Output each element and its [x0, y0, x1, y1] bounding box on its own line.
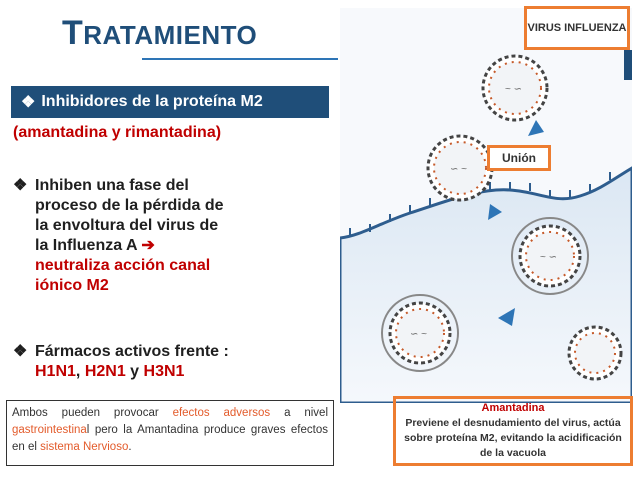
virus-particle-uncoating: ∽ ~	[381, 294, 459, 372]
svg-text:∽ ~: ∽ ~	[410, 329, 427, 340]
banner-text: Inhibidores de la proteína M2	[41, 93, 263, 110]
note-text-3: l pero la Amantadina produce graves efec…	[12, 424, 328, 453]
svg-text:~ ∽: ~ ∽	[540, 252, 557, 263]
bullet-mechanism: ❖ Inhiben una fase del proceso de la pér…	[13, 176, 313, 296]
bullet1-line2: proceso de la pérdida de	[35, 197, 224, 214]
bullet1-line3: la envoltura del virus de	[35, 217, 219, 234]
bullet-active-drugs: ❖ Fármacos activos frente : H1N1, H2N1 y…	[13, 342, 313, 382]
virus-influenza-label: VIRUS INFLUENZA	[524, 6, 630, 50]
note-highlight-2: gastrointestina	[12, 424, 87, 436]
drug-names-subtitle: (amantadina y rimantadina)	[13, 124, 222, 141]
arrow-icon	[488, 120, 544, 326]
diamond-bullet-icon: ❖	[21, 94, 36, 111]
conjunction-y: y	[130, 363, 140, 380]
note-highlight-1: efectos adversos	[172, 407, 271, 419]
comma: ,	[75, 363, 81, 380]
virus-particle-binding: ∽ ~	[426, 134, 494, 202]
amantadina-title: Amantadina	[481, 402, 545, 414]
virus-particle-top: ~ ∽	[481, 54, 549, 122]
diamond-bullet-icon: ❖	[13, 343, 28, 360]
union-label: Unión	[487, 145, 551, 171]
virus-cell-illustration: ~ ∽ ∽ ~ ~ ∽ ∽ ~	[340, 8, 632, 403]
strain-h1n1: H1N1	[35, 363, 76, 380]
note-text-4: .	[128, 441, 132, 453]
bullet2-line1: Fármacos activos frente :	[35, 343, 229, 360]
adverse-effects-note: Ambos pueden provocar efectos adversos a…	[6, 400, 334, 466]
note-text-1: Ambos pueden provocar	[12, 407, 159, 419]
strain-h3n1: H3N1	[143, 363, 185, 380]
svg-text:∽ ~: ∽ ~	[450, 164, 467, 175]
virus-particle-lower-right	[567, 325, 623, 381]
bullet1-line5: neutraliza acción canal	[35, 257, 211, 274]
svg-text:~ ∽: ~ ∽	[505, 84, 522, 95]
note-text-2: a nivel	[284, 407, 329, 419]
amantadina-box: Amantadina Previene el desnudamiento del…	[393, 396, 633, 466]
bullet1-line4: la Influenza A	[35, 237, 137, 254]
title-rest: RATAMIENTO	[83, 20, 258, 50]
title-underline	[142, 58, 338, 60]
diamond-bullet-icon: ❖	[13, 177, 28, 194]
page-title: TRATAMIENTO	[62, 14, 257, 53]
slide-edge-tab	[624, 50, 632, 80]
bullet1-line1: Inhiben una fase del	[35, 177, 189, 194]
title-first-letter: T	[62, 14, 84, 52]
bullet1-line6: iónico M2	[35, 277, 109, 294]
note-highlight-3: sistema Nervioso	[40, 441, 129, 453]
virus-particle-endosome: ~ ∽	[511, 217, 589, 295]
arrow-right-icon: ➔	[141, 237, 155, 254]
section-banner: ❖ Inhibidores de la proteína M2	[11, 86, 329, 118]
amantadina-text: Previene el desnudamiento del virus, act…	[404, 417, 622, 459]
strain-h2n1: H2N1	[84, 363, 126, 380]
